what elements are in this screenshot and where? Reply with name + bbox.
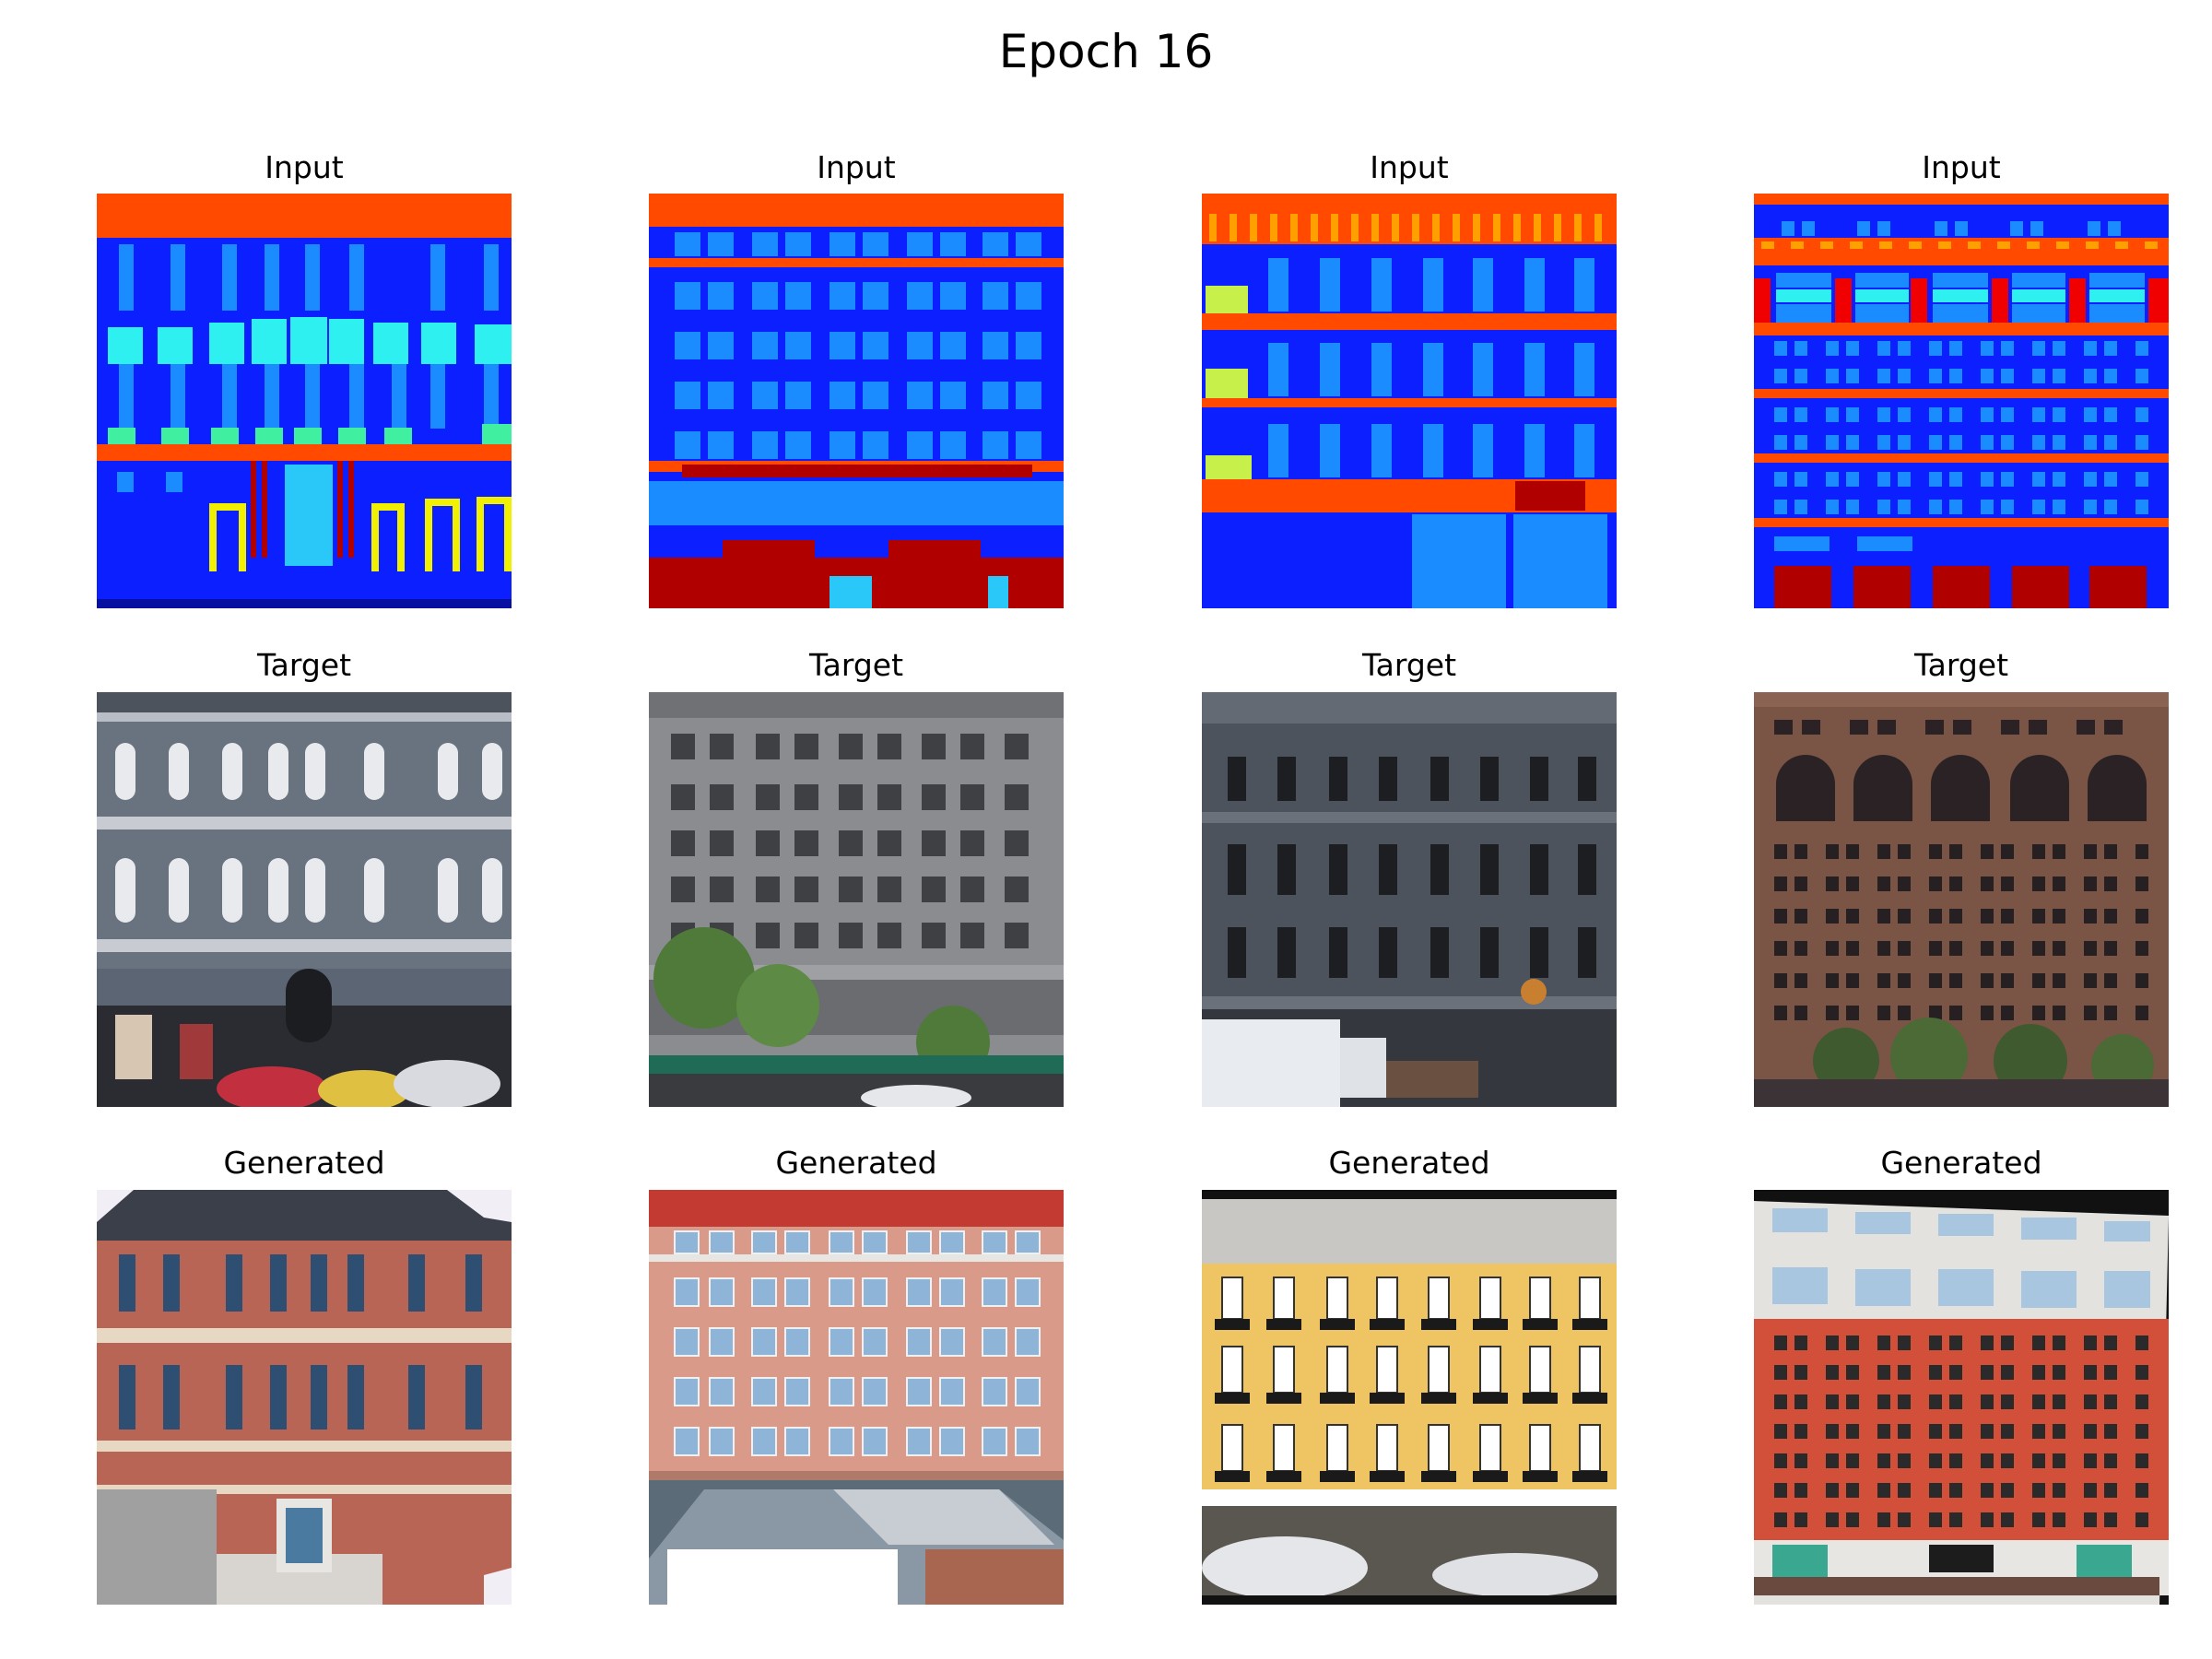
input-label-map-1 <box>97 194 512 608</box>
generated-image-3 <box>1202 1190 1617 1605</box>
input-label-map-3 <box>1202 194 1617 608</box>
target-photo-2 <box>649 692 1064 1107</box>
caption-input-4: Input <box>1922 149 2001 185</box>
generated-image-1 <box>97 1190 512 1605</box>
caption-input-2: Input <box>817 149 896 185</box>
generated-image-4 <box>1754 1190 2169 1605</box>
target-photo-1 <box>97 692 512 1107</box>
input-label-map-2 <box>649 194 1064 608</box>
generated-image-2 <box>649 1190 1064 1605</box>
caption-input-1: Input <box>265 149 344 185</box>
figure-title: Epoch 16 <box>998 25 1214 78</box>
input-label-map-4 <box>1754 194 2169 608</box>
caption-target-1: Target <box>256 647 352 683</box>
target-photo-4 <box>1754 692 2169 1107</box>
caption-target-4: Target <box>1913 647 2009 683</box>
target-photo-3 <box>1202 692 1617 1107</box>
caption-input-3: Input <box>1370 149 1449 185</box>
caption-generated-4: Generated <box>1880 1145 2042 1181</box>
caption-generated-3: Generated <box>1328 1145 1490 1181</box>
caption-target-3: Target <box>1361 647 1457 683</box>
caption-generated-2: Generated <box>775 1145 937 1181</box>
caption-target-2: Target <box>808 647 904 683</box>
caption-generated-1: Generated <box>223 1145 385 1181</box>
